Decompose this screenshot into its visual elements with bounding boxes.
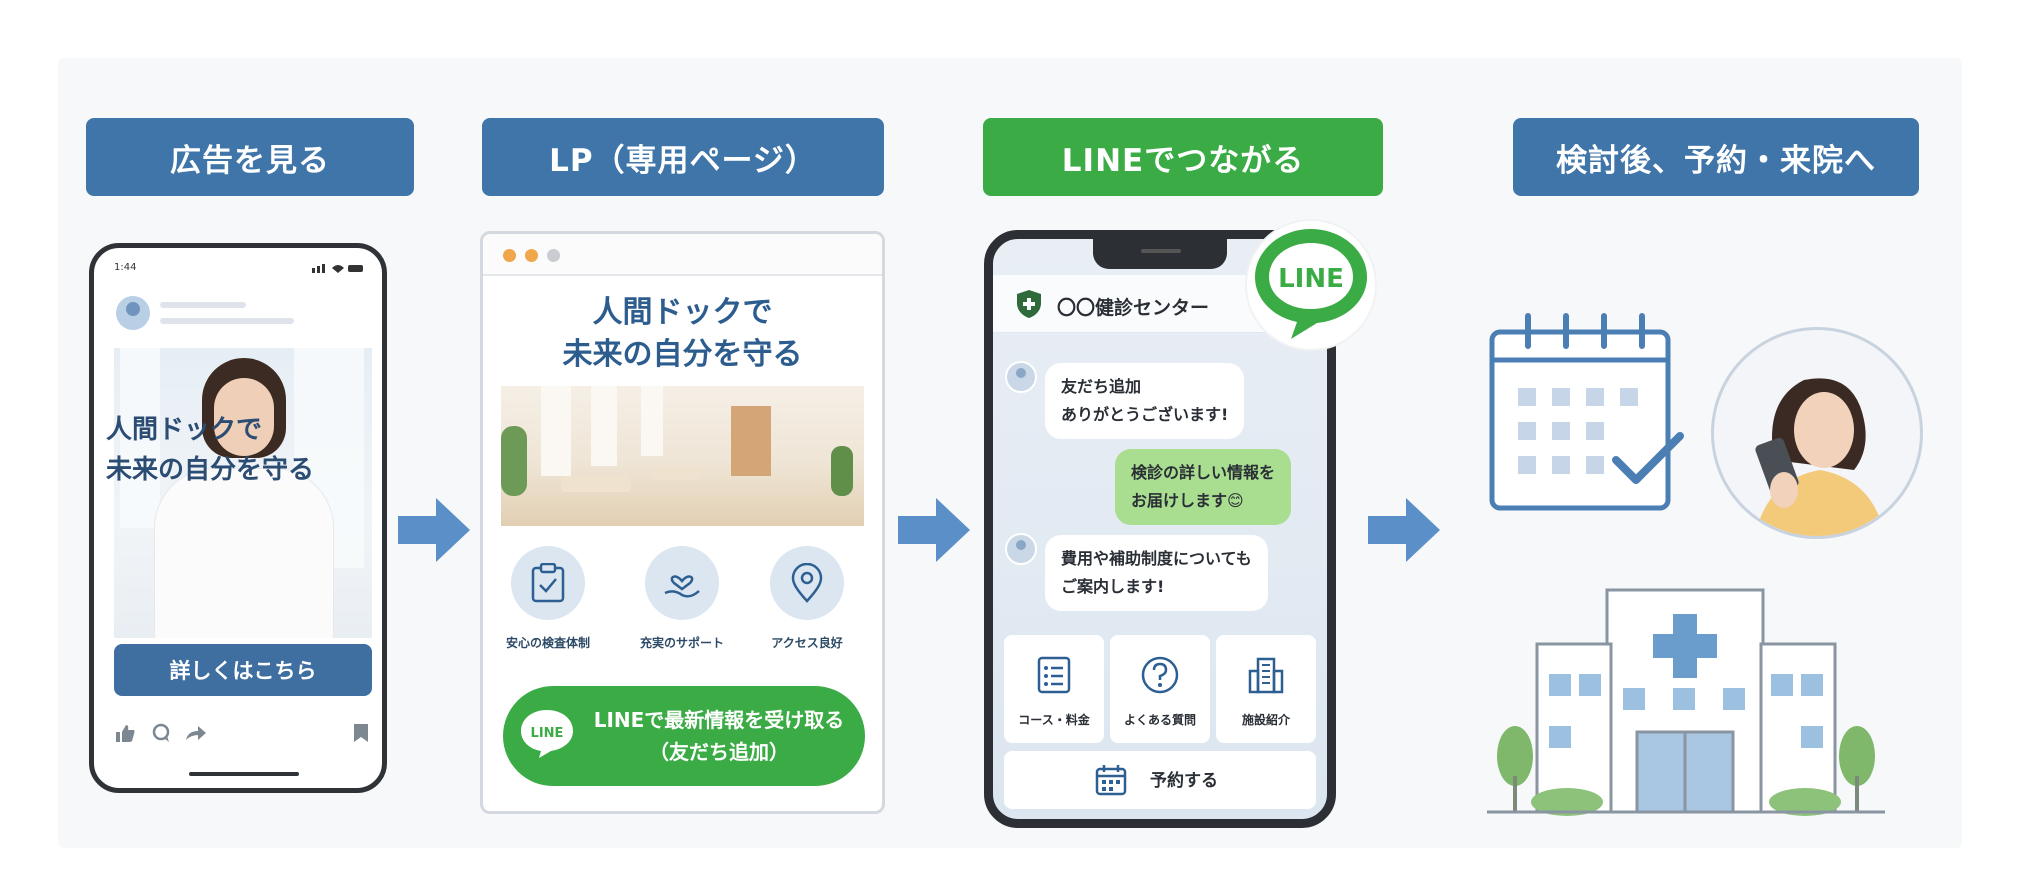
line-badge: LINE [1247, 221, 1375, 349]
chat-bubble-left: 友だち追加 ありがとうございます! [1045, 363, 1245, 439]
list-icon [1037, 656, 1071, 694]
feature-inspection: 安心の検査体制 [493, 546, 603, 651]
chat-bubble-right: 検診の詳しい情報を お届けします😊 [1115, 449, 1292, 525]
hospital-icon [1487, 588, 1885, 816]
lobby-photo [501, 386, 864, 526]
home-indicator [189, 772, 299, 776]
step-label-line: LINEでつながる [983, 118, 1383, 196]
person-with-phone-icon [1711, 327, 1923, 539]
shield-cross-icon [1017, 290, 1041, 318]
step-label-lp: LP（専用ページ） [482, 118, 884, 196]
menu-label: コース・料金 [1018, 713, 1090, 727]
bookmark-icon[interactable] [352, 722, 370, 744]
step-label-see-ad: 広告を見る [86, 118, 414, 196]
landing-page-window: 人間ドックで 未来の自分を守る 安心の検査体制 充実のサポート アクセス良好 L… [480, 231, 885, 814]
post-name-placeholder [160, 302, 246, 308]
lp-title: 人間ドックで 未来の自分を守る [562, 295, 803, 372]
avatar [116, 296, 150, 330]
line-add-friend-button[interactable]: LINE LINEで最新情報を受け取る （友だち追加） [503, 686, 865, 786]
ad-phone: 1:44 人間ドックで 未来の自分を守る 詳しくはこちら [89, 243, 387, 793]
ad-photo [114, 348, 372, 638]
step-label-visit: 検討後、予約・来院へ [1513, 118, 1919, 196]
menu-course-price[interactable]: コース・料金 [1004, 635, 1104, 743]
line-cta-text: LINEで最新情報を受け取る （友だち追加） [593, 708, 845, 764]
flow-arrow-2 [898, 498, 970, 562]
clipboard-check-icon [531, 563, 565, 603]
location-pin-icon [791, 563, 823, 603]
flow-arrow-3 [1368, 498, 1440, 562]
flow-arrow-1 [398, 498, 470, 562]
feature-support: 充実のサポート [627, 546, 737, 651]
question-icon [1141, 656, 1179, 694]
calendar-check-icon [1489, 313, 1684, 511]
calendar-icon [1095, 765, 1127, 796]
comment-icon[interactable] [150, 722, 172, 744]
feature-label: 充実のサポート [639, 636, 724, 650]
browser-bar [483, 234, 882, 276]
line-logo-icon: LINE [521, 710, 573, 758]
details-button[interactable]: 詳しくはこちら [114, 644, 372, 696]
thumbs-up-icon[interactable] [114, 722, 136, 744]
svg-text:LINE: LINE [531, 726, 564, 741]
line-logo-icon: LINE [1255, 229, 1367, 339]
chat-bubble-left: 費用や補助制度についても ご案内します! [1045, 535, 1268, 611]
status-icons [312, 262, 364, 277]
phone-notch [1093, 239, 1227, 269]
account-name: 〇〇健診センター [1057, 297, 1210, 319]
heart-hand-icon [664, 575, 700, 598]
reserve-label: 予約する [1150, 771, 1218, 791]
menu-reserve[interactable]: 予約する [1004, 751, 1316, 809]
menu-label: 施設紹介 [1241, 713, 1290, 727]
feature-label: 安心の検査体制 [505, 636, 590, 650]
menu-label: よくある質問 [1123, 713, 1196, 727]
line-chat-phone: 〇〇健診センター 友だち追加 ありがとうございます! 検診の詳しい情報を お届け… [984, 230, 1336, 828]
feature-label: アクセス良好 [771, 636, 843, 650]
account-avatar [1005, 361, 1037, 393]
status-time: 1:44 [114, 262, 137, 273]
feature-access: アクセス良好 [752, 546, 862, 651]
menu-faq[interactable]: よくある質問 [1110, 635, 1210, 743]
account-avatar [1005, 533, 1037, 565]
menu-facility[interactable]: 施設紹介 [1216, 635, 1316, 743]
ad-headline: 人間ドックで 未来の自分を守る [106, 415, 315, 485]
share-icon[interactable] [184, 722, 208, 744]
building-icon [1248, 657, 1284, 694]
svg-text:LINE: LINE [1278, 264, 1344, 294]
post-meta-placeholder [160, 318, 294, 324]
